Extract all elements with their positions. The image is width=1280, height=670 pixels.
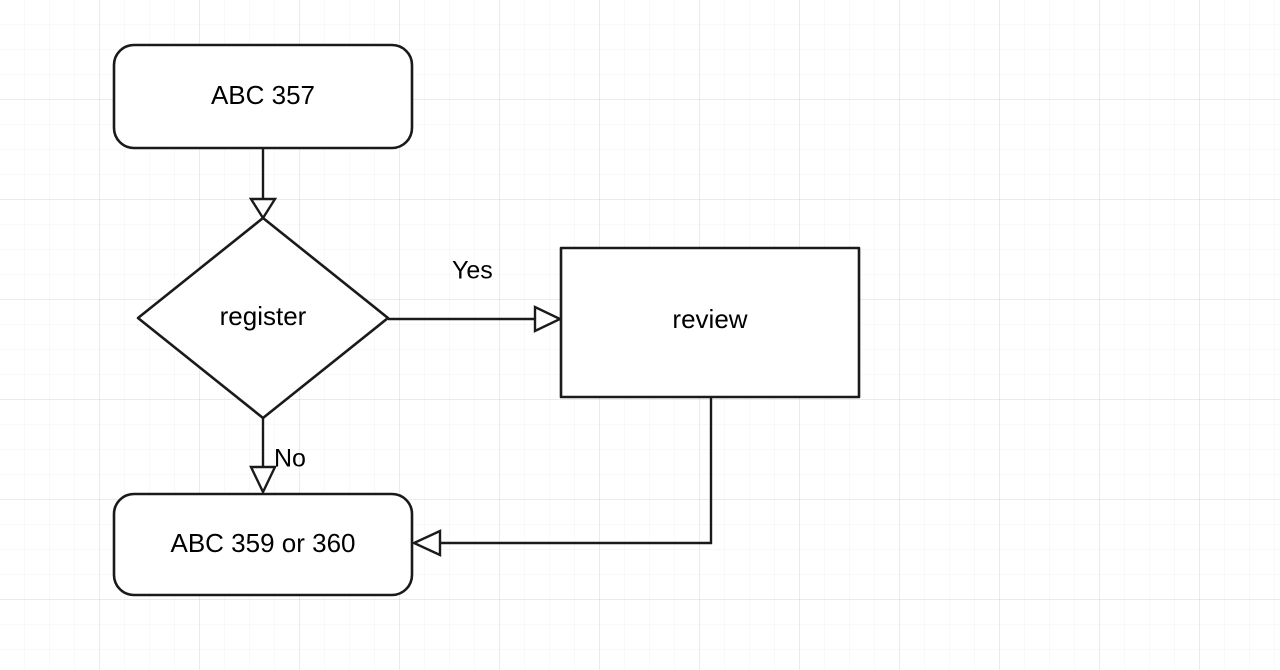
node-outcome-shape [112, 492, 414, 597]
edge-register-yes-review-arrowhead [533, 305, 563, 333]
node-outcome[interactable]: ABC 359 or 360 [112, 492, 414, 597]
node-start[interactable]: ABC 357 [112, 43, 414, 150]
node-start-shape [112, 43, 414, 150]
edge-start-to-register-arrowhead [248, 197, 278, 221]
edge-label-no: No [274, 445, 306, 473]
node-review-label: review [672, 304, 747, 334]
node-outcome-label: ABC 359 or 360 [170, 528, 355, 558]
edge-register-yes-review[interactable]: Yes [388, 257, 563, 333]
edge-review-to-outcome-arrowhead [411, 529, 442, 557]
node-review[interactable]: review [559, 246, 861, 399]
edge-review-to-outcome[interactable] [411, 397, 713, 557]
edge-register-no-outcome-arrowhead [249, 465, 277, 495]
edge-register-no-outcome[interactable]: No [249, 418, 306, 495]
node-review-shape [559, 246, 861, 399]
edge-start-to-register[interactable] [248, 148, 278, 221]
node-register-shape [136, 216, 390, 420]
edge-review-to-outcome-line [440, 397, 713, 545]
node-start-label: ABC 357 [211, 80, 315, 110]
node-register-label: register [220, 301, 307, 331]
node-register[interactable]: register [136, 216, 390, 420]
edge-label-yes: Yes [452, 257, 493, 285]
